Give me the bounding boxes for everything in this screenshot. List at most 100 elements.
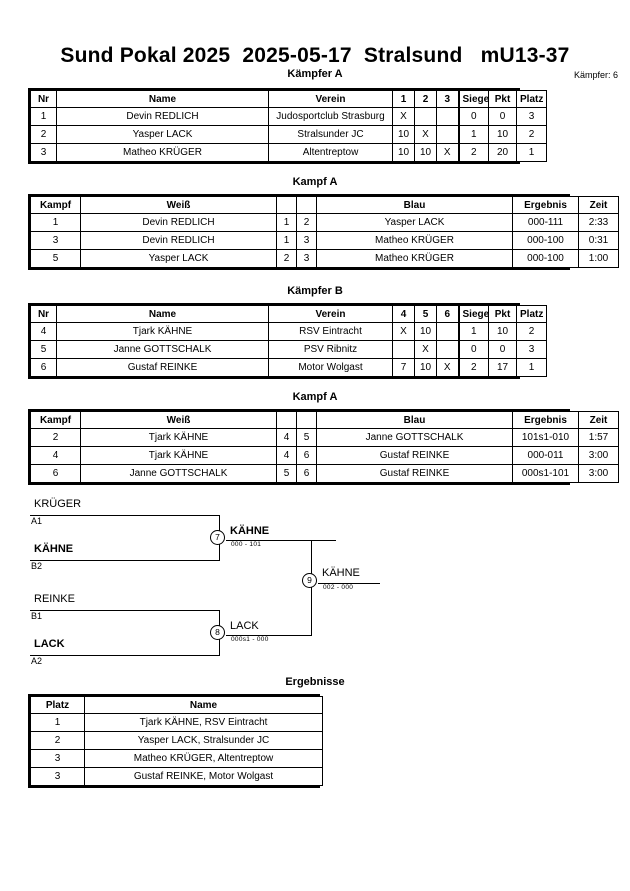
cell-platz: 1 xyxy=(516,358,547,377)
table-row: 1 Tjark KÄHNE, RSV Eintracht xyxy=(30,713,323,732)
cell-platz: 3 xyxy=(516,107,547,126)
cell-name: Yasper LACK, Stralsunder JC xyxy=(84,731,323,750)
table-header-row: Platz Name xyxy=(30,696,323,714)
bracket-match-node-8: 8 xyxy=(210,625,225,640)
bracket-final-score: 002 - 000 xyxy=(323,584,354,591)
table-row: 6 Gustaf REINKE Motor Wolgast 7 10 X 2 1… xyxy=(30,358,547,377)
cell-nr: 2 xyxy=(30,125,57,144)
pool-b-table: Nr Name Verein 4 5 6 Siege Pkt Platz 4 T… xyxy=(28,303,547,379)
cell-r2: X xyxy=(414,125,437,144)
cell-verein: Judosportclub Strasburg xyxy=(268,107,393,126)
col-name: Name xyxy=(56,90,269,108)
page-title: Sund Pokal 2025 2025-05-17 Stralsund mU1… xyxy=(60,44,570,67)
bracket-entry-line xyxy=(30,610,220,611)
cell-name: Devin REDLICH xyxy=(56,107,269,126)
col-platz: Platz xyxy=(516,90,547,108)
cell-weiss-nr: 4 xyxy=(276,446,297,465)
cell-blau-nr: 6 xyxy=(296,446,317,465)
cell-zeit: 1:00 xyxy=(578,249,619,268)
cell-ergebnis: 000-111 xyxy=(512,213,579,232)
bracket-final-winner: KÄHNE xyxy=(322,567,360,579)
col-ergebnis: Ergebnis xyxy=(512,196,579,214)
cell-kampf: 6 xyxy=(30,464,81,483)
cell-r1: X xyxy=(392,107,415,126)
col-nr: Nr xyxy=(30,90,57,108)
cell-zeit: 2:33 xyxy=(578,213,619,232)
table-row: 3 Devin REDLICH 1 3 Matheo KRÜGER 000-10… xyxy=(30,231,619,250)
table-header-row: Nr Name Verein 1 2 3 Siege Pkt Platz xyxy=(30,90,547,108)
table-row: 4 Tjark KÄHNE 4 6 Gustaf REINKE 000-011 … xyxy=(30,446,619,465)
knockout-bracket: KRÜGER A1 KÄHNE B2 7 KÄHNE 000 - 101 REI… xyxy=(0,495,630,675)
table-row: 2 Yasper LACK Stralsunder JC 10 X 1 10 2 xyxy=(30,125,547,144)
cell-blau: Gustaf REINKE xyxy=(316,464,513,483)
cell-r3 xyxy=(436,340,459,359)
results-table: Platz Name 1 Tjark KÄHNE, RSV Eintracht … xyxy=(28,694,323,788)
cell-r3 xyxy=(436,107,459,126)
cell-kampf: 5 xyxy=(30,249,81,268)
bracket-entry-name: KÄHNE xyxy=(34,543,74,555)
col-verein: Verein xyxy=(268,305,393,323)
cell-weiss-nr: 1 xyxy=(276,213,297,232)
cell-ergebnis: 000-100 xyxy=(512,249,579,268)
cell-pkt: 20 xyxy=(488,143,517,162)
cell-r2: X xyxy=(414,340,437,359)
bracket-entry-seed: B1 xyxy=(31,611,43,621)
cell-zeit: 3:00 xyxy=(578,446,619,465)
cell-blau: Matheo KRÜGER xyxy=(316,231,513,250)
cell-nr: 1 xyxy=(30,107,57,126)
table-row: 2 Tjark KÄHNE 4 5 Janne GOTTSCHALK 101s1… xyxy=(30,428,619,447)
table-row: 3 Matheo KRÜGER, Altentreptow xyxy=(30,749,323,768)
bracket-winner-line xyxy=(226,635,312,636)
table-row: 2 Yasper LACK, Stralsunder JC xyxy=(30,731,323,750)
col-3: 3 xyxy=(436,90,459,108)
cell-ergebnis: 000-011 xyxy=(512,446,579,465)
cell-weiss: Tjark KÄHNE xyxy=(80,428,277,447)
col-6: 6 xyxy=(436,305,459,323)
col-1: 1 xyxy=(392,90,415,108)
cell-pkt: 17 xyxy=(488,358,517,377)
cell-weiss-nr: 2 xyxy=(276,249,297,268)
bracket-winner-line xyxy=(318,583,380,584)
bracket-match-node-9: 9 xyxy=(302,573,317,588)
cell-zeit: 1:57 xyxy=(578,428,619,447)
cell-r1: 7 xyxy=(392,358,415,377)
table-row: 1 Devin REDLICH Judosportclub Strasburg … xyxy=(30,107,547,126)
cell-zeit: 0:31 xyxy=(578,231,619,250)
cell-name: Matheo KRÜGER xyxy=(56,143,269,162)
cell-platz: 3 xyxy=(30,749,85,768)
cell-platz: 2 xyxy=(516,322,547,341)
competitor-count: Kämpfer: 6 xyxy=(573,70,618,80)
cell-weiss: Yasper LACK xyxy=(80,249,277,268)
table-row: 3 Matheo KRÜGER Altentreptow 10 10 X 2 2… xyxy=(30,143,547,162)
cell-blau: Gustaf REINKE xyxy=(316,446,513,465)
cell-siege: 2 xyxy=(457,143,489,162)
bracket-semifinal-winner: KÄHNE xyxy=(230,525,270,537)
cell-name: Janne GOTTSCHALK xyxy=(56,340,269,359)
pool-b-caption: Kämpfer B xyxy=(287,285,343,297)
cell-verein: Stralsunder JC xyxy=(268,125,393,144)
cell-blau-nr: 6 xyxy=(296,464,317,483)
table-row: 1 Devin REDLICH 1 2 Yasper LACK 000-111 … xyxy=(30,213,619,232)
cell-verein: PSV Ribnitz xyxy=(268,340,393,359)
col-siege: Siege xyxy=(457,305,489,323)
cell-verein: Motor Wolgast xyxy=(268,358,393,377)
cell-r3: X xyxy=(436,358,459,377)
bracket-semifinal-score: 000 - 101 xyxy=(231,541,262,548)
cell-verein: RSV Eintracht xyxy=(268,322,393,341)
cell-nr: 4 xyxy=(30,322,57,341)
cell-weiss: Janne GOTTSCHALK xyxy=(80,464,277,483)
cell-weiss-nr: 1 xyxy=(276,231,297,250)
col-platz: Platz xyxy=(30,696,85,714)
cell-platz: 3 xyxy=(516,340,547,359)
col-platz: Platz xyxy=(516,305,547,323)
col-blau-nr xyxy=(296,411,317,429)
cell-blau-nr: 3 xyxy=(296,249,317,268)
bracket-semifinal-winner: LACK xyxy=(230,620,259,632)
cell-weiss-nr: 4 xyxy=(276,428,297,447)
col-name: Name xyxy=(56,305,269,323)
cell-name: Gustaf REINKE xyxy=(56,358,269,377)
bracket-entry-name: LACK xyxy=(34,638,65,650)
bracket-winner-line xyxy=(226,540,336,541)
cell-kampf: 1 xyxy=(30,213,81,232)
bracket-entry-line xyxy=(30,560,220,561)
